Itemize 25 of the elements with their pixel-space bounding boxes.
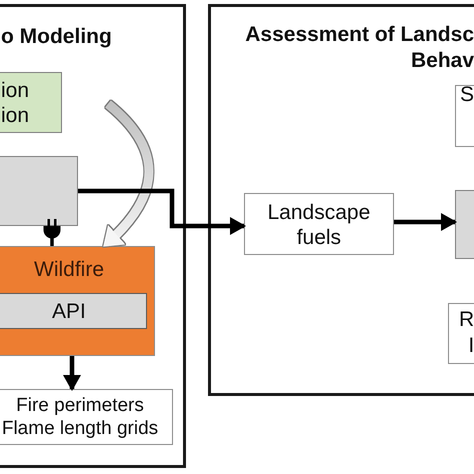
process-box [244,193,394,255]
process-box [0,156,78,226]
node-label: Fire perimeters Flame length grids [0,394,160,440]
section-panel [0,4,186,468]
arrow [394,213,457,231]
plug-connector [44,219,60,246]
panel-title: Assessment of Landsc Behav [244,22,474,74]
node-label: Landscape fuels [268,200,370,250]
node-label: API [52,300,86,324]
process-box [0,293,147,329]
process-box [455,190,474,259]
node-label: ion ion [1,78,30,128]
module-title: Wildfire [34,258,104,282]
output-box [0,389,173,445]
node-label: R I [459,307,474,359]
node-label: S [460,86,474,104]
process-box [0,72,62,133]
process-box [455,85,474,147]
arrow [78,188,246,235]
section-panel [208,4,474,396]
curved-arrow [103,100,154,247]
module-box [0,246,155,356]
process-box [448,303,474,364]
panel-title: o Modeling [1,24,112,50]
arrow [63,356,81,391]
